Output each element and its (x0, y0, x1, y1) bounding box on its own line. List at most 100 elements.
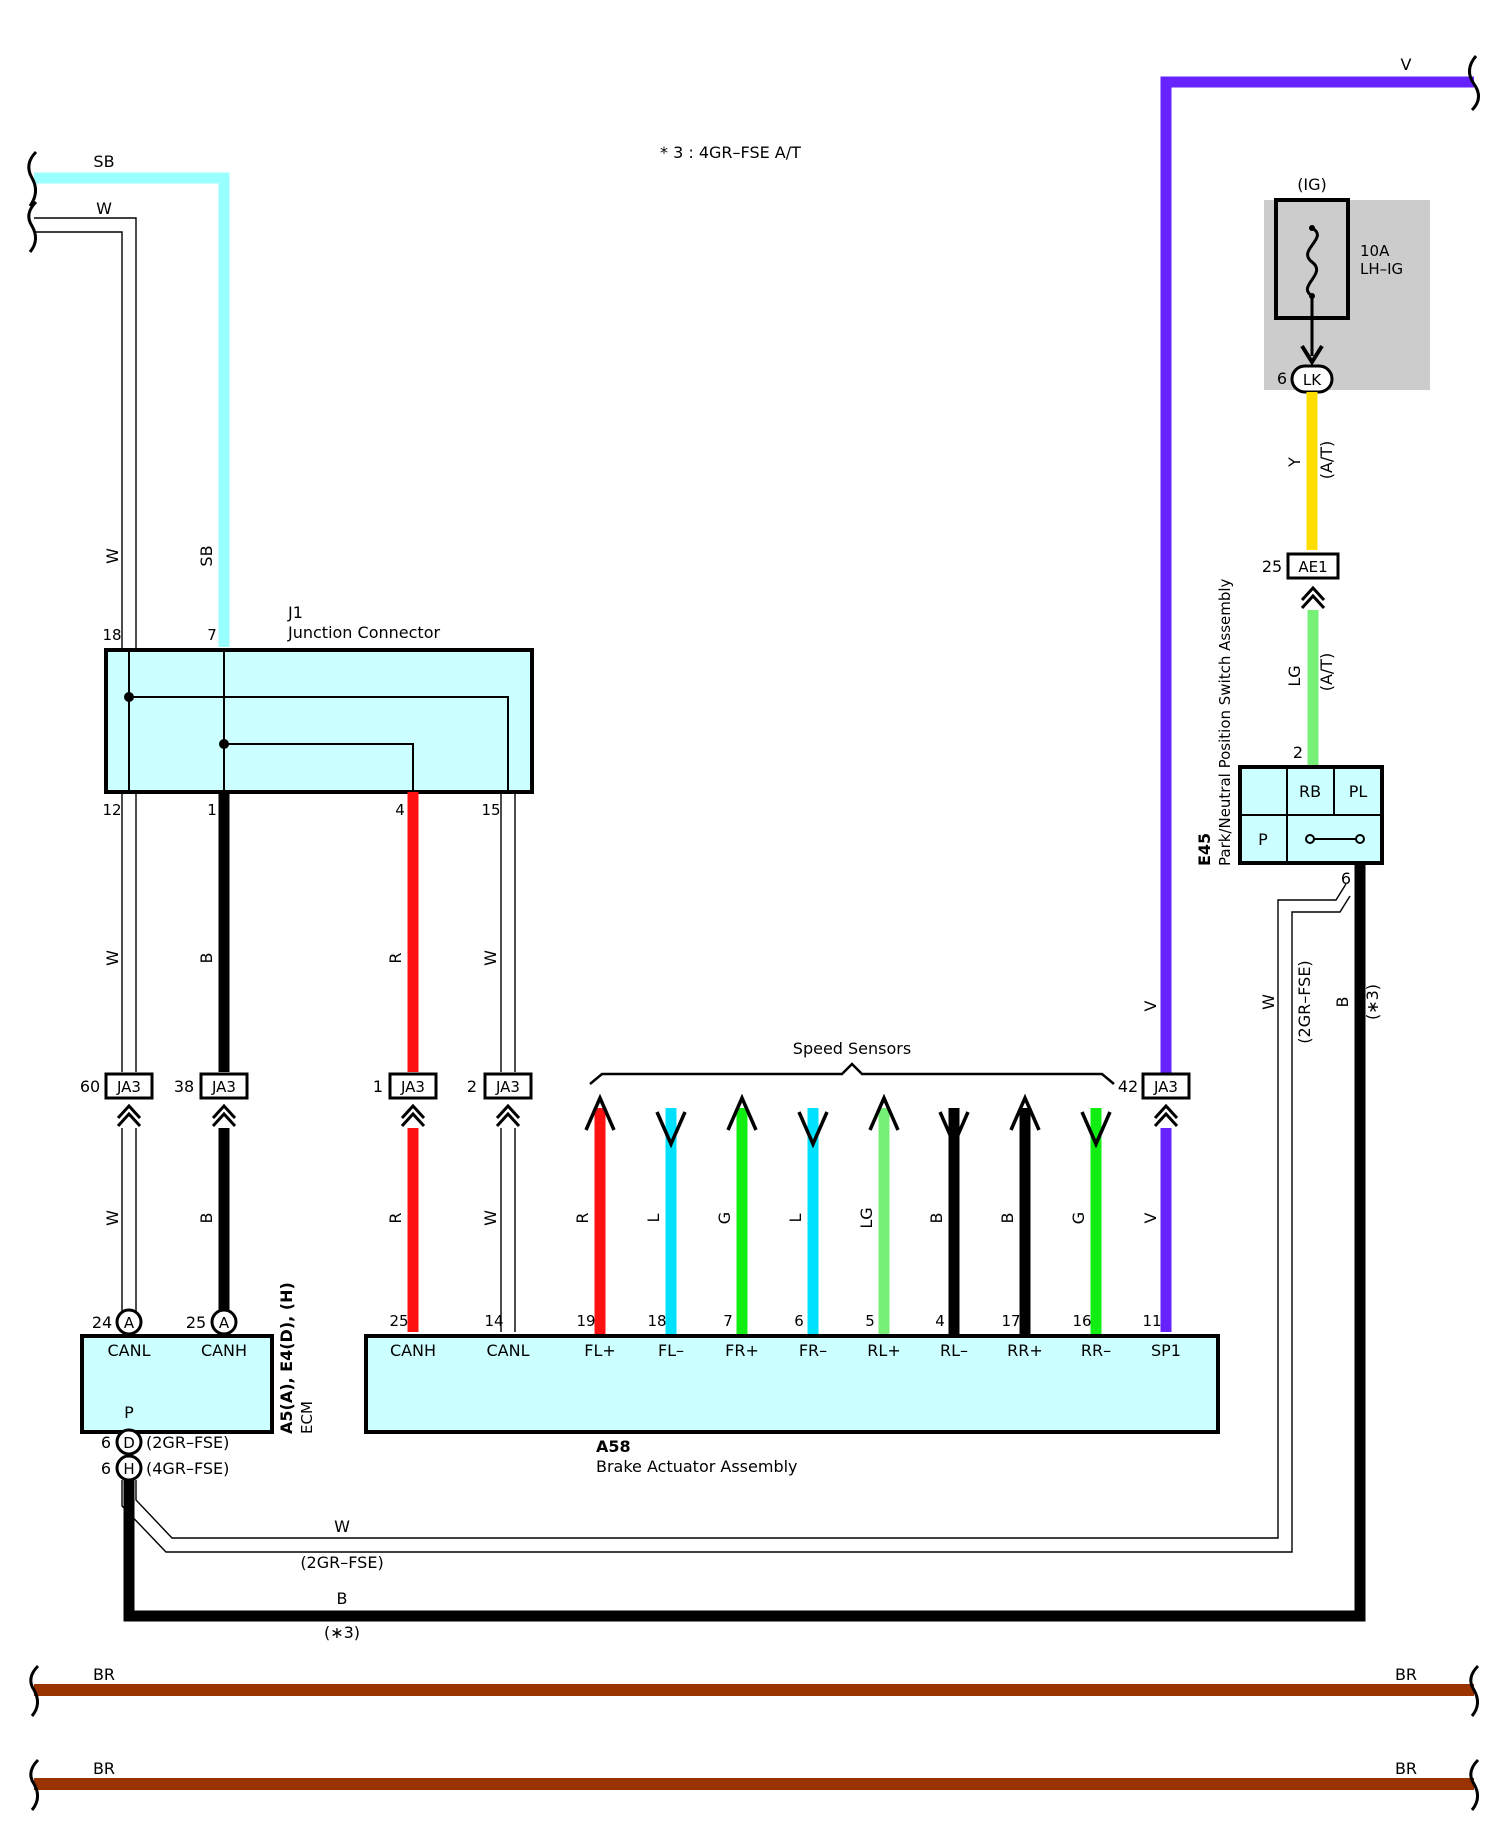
wire-label-w-bottom: W (334, 1517, 350, 1536)
connector-ja3-60: JA3 60 (80, 1072, 154, 1100)
wire-b-ground: B (∗3) B (∗3) (123, 863, 1382, 1642)
ecm-conn-d-letter: D (123, 1434, 135, 1452)
wire-label-b-4: B (197, 1213, 216, 1224)
wire-y: Y (A/T) (1285, 392, 1336, 550)
fuse-icon (1305, 226, 1319, 298)
ecm-pin-p: P (124, 1403, 134, 1422)
e45-pin-2: 2 (1293, 743, 1303, 762)
speed-sensors-label: Speed Sensors (793, 1039, 911, 1058)
arrow-up-icon (868, 1093, 900, 1131)
ecm-conn-h-letter: H (123, 1460, 134, 1478)
fuse-connector-lk: LK (1303, 371, 1322, 389)
a58-pin-number: 11 (1142, 1312, 1161, 1330)
note-variant: * 3 : 4GR–FSE A/T (660, 143, 801, 162)
wire-j1-15: W (481, 792, 516, 1072)
wire-label-w-2: W (103, 950, 122, 966)
wire-w-top: W W (27, 199, 137, 650)
wire-label-br-1l: BR (93, 1665, 115, 1684)
arrow-down-icon (797, 1111, 829, 1149)
ja3-42-name: JA3 (1153, 1078, 1178, 1096)
e45-pin-6: 6 (1341, 869, 1351, 888)
ja3-60-name: JA3 (116, 1078, 141, 1096)
ecm-pin-canl: CANL (108, 1341, 151, 1360)
a58-pin-number: 6 (794, 1312, 804, 1330)
fuse-name: LH–IG (1360, 260, 1403, 278)
a58-pin-number: 14 (484, 1312, 503, 1330)
wire-label-r-4: R (386, 1212, 405, 1223)
a58-pin-number: 25 (389, 1312, 408, 1330)
wire-label-b-2: B (197, 953, 216, 964)
a58-brake-actuator: CANH25CANL14FL+19FL–18FR+7FR–6RL+5RL–4RR… (364, 1312, 1220, 1476)
wire-label-br-2l: BR (93, 1759, 115, 1778)
wire-v: V V (1141, 55, 1480, 1092)
a58-pin-label: RR+ (1007, 1341, 1043, 1360)
ja3-1-name: JA3 (400, 1078, 425, 1096)
ecm-conn-h-variant: (4GR–FSE) (146, 1459, 229, 1478)
wire-label-v-vert: V (1141, 1000, 1160, 1011)
arrow-down-icon (1080, 1111, 1112, 1149)
a58-code: A58 (596, 1437, 631, 1456)
wire-j1-4: R (386, 792, 419, 1072)
e45-p: P (1258, 830, 1268, 849)
j1-pin-12: 12 (102, 801, 121, 819)
connector-ae1: AE1 25 (1262, 552, 1340, 610)
wire-label-v-2: V (1141, 1212, 1160, 1223)
ecm-conn-a25-pin: 25 (186, 1313, 206, 1332)
ecm: A 24 A 25 CANL CANH P A5(A), E4(D), (H) … (80, 1282, 316, 1482)
a58-pin-number: 7 (723, 1312, 733, 1330)
a58-pin-label: RL+ (867, 1341, 900, 1360)
fuse-connector-pin: 6 (1277, 369, 1287, 388)
wire-label-w-4: W (103, 1210, 122, 1226)
a58-pin-number: 5 (865, 1312, 875, 1330)
wire-label-w-3: W (481, 950, 500, 966)
j1-pin-18: 18 (102, 626, 121, 644)
wire-ja3-42-a58: V (1141, 1128, 1172, 1332)
wire-ja3-1-a58: R (386, 1128, 419, 1332)
wire-j1-12: W (103, 792, 137, 1072)
ecm-conn-a25-letter: A (219, 1314, 230, 1332)
j1-pin-4: 4 (395, 801, 405, 819)
ja3-1-pin: 1 (373, 1077, 383, 1096)
a58-pin-label: FR+ (725, 1341, 759, 1360)
j1-pin-7: 7 (207, 626, 217, 644)
wire-label-w-top: W (96, 199, 112, 218)
j1-pin-15: 15 (481, 801, 500, 819)
wire-lg: LG (A/T) 2 (1285, 610, 1336, 766)
ecm-conn-a24-pin: 24 (92, 1313, 112, 1332)
wire-w-2gr: W (2GR–FSE) W (2GR–FSE) (121, 883, 1351, 1572)
wire-label-b-right: B (1333, 997, 1352, 1008)
ecm-conn-d-pin: 6 (101, 1433, 111, 1452)
wire-label-sb-vert: SB (197, 545, 216, 566)
a58-pin-label: RL– (940, 1341, 968, 1360)
sensor-wire-label: LG (857, 1207, 876, 1228)
wire-label-w-vert1: W (103, 548, 122, 564)
wire-ja3-2-a58: W (481, 1128, 516, 1332)
sensor-wire-label: G (1069, 1212, 1088, 1224)
wire-label-b-bottom: B (337, 1589, 348, 1608)
a58-pin-number: 17 (1001, 1312, 1020, 1330)
a58-pin-number: 19 (576, 1312, 595, 1330)
wire-label-2gr-bottom: (2GR–FSE) (300, 1553, 383, 1572)
ecm-code: A5(A), E4(D), (H) (277, 1282, 296, 1434)
e45-rb: RB (1299, 782, 1321, 801)
wire-br-2: BR BR (29, 1758, 1480, 1811)
a58-pin-label: SP1 (1151, 1341, 1181, 1360)
connector-ja3-42: JA3 42 (1118, 1072, 1191, 1100)
j1-pin-1: 1 (207, 801, 217, 819)
wire-label-at-2: (A/T) (1317, 653, 1336, 692)
wire-ja3-60-ecm: W (103, 1128, 137, 1312)
wire-label-v-top: V (1401, 55, 1412, 74)
sensor-wire-label: L (786, 1213, 805, 1222)
a58-pin-number: 4 (935, 1312, 945, 1330)
fuse-group-label: (IG) (1297, 175, 1327, 194)
ae1-name: AE1 (1298, 558, 1327, 576)
a58-pin-label: FR– (799, 1341, 827, 1360)
e45-code: E45 (1195, 833, 1214, 866)
ecm-conn-d-variant: (2GR–FSE) (146, 1433, 229, 1452)
arrow-up-icon (584, 1093, 616, 1131)
ja3-2-name: JA3 (495, 1078, 520, 1096)
arrow-up-icon (726, 1093, 758, 1131)
ja3-60-pin: 60 (80, 1077, 100, 1096)
wire-sb: SB SB (27, 150, 230, 647)
